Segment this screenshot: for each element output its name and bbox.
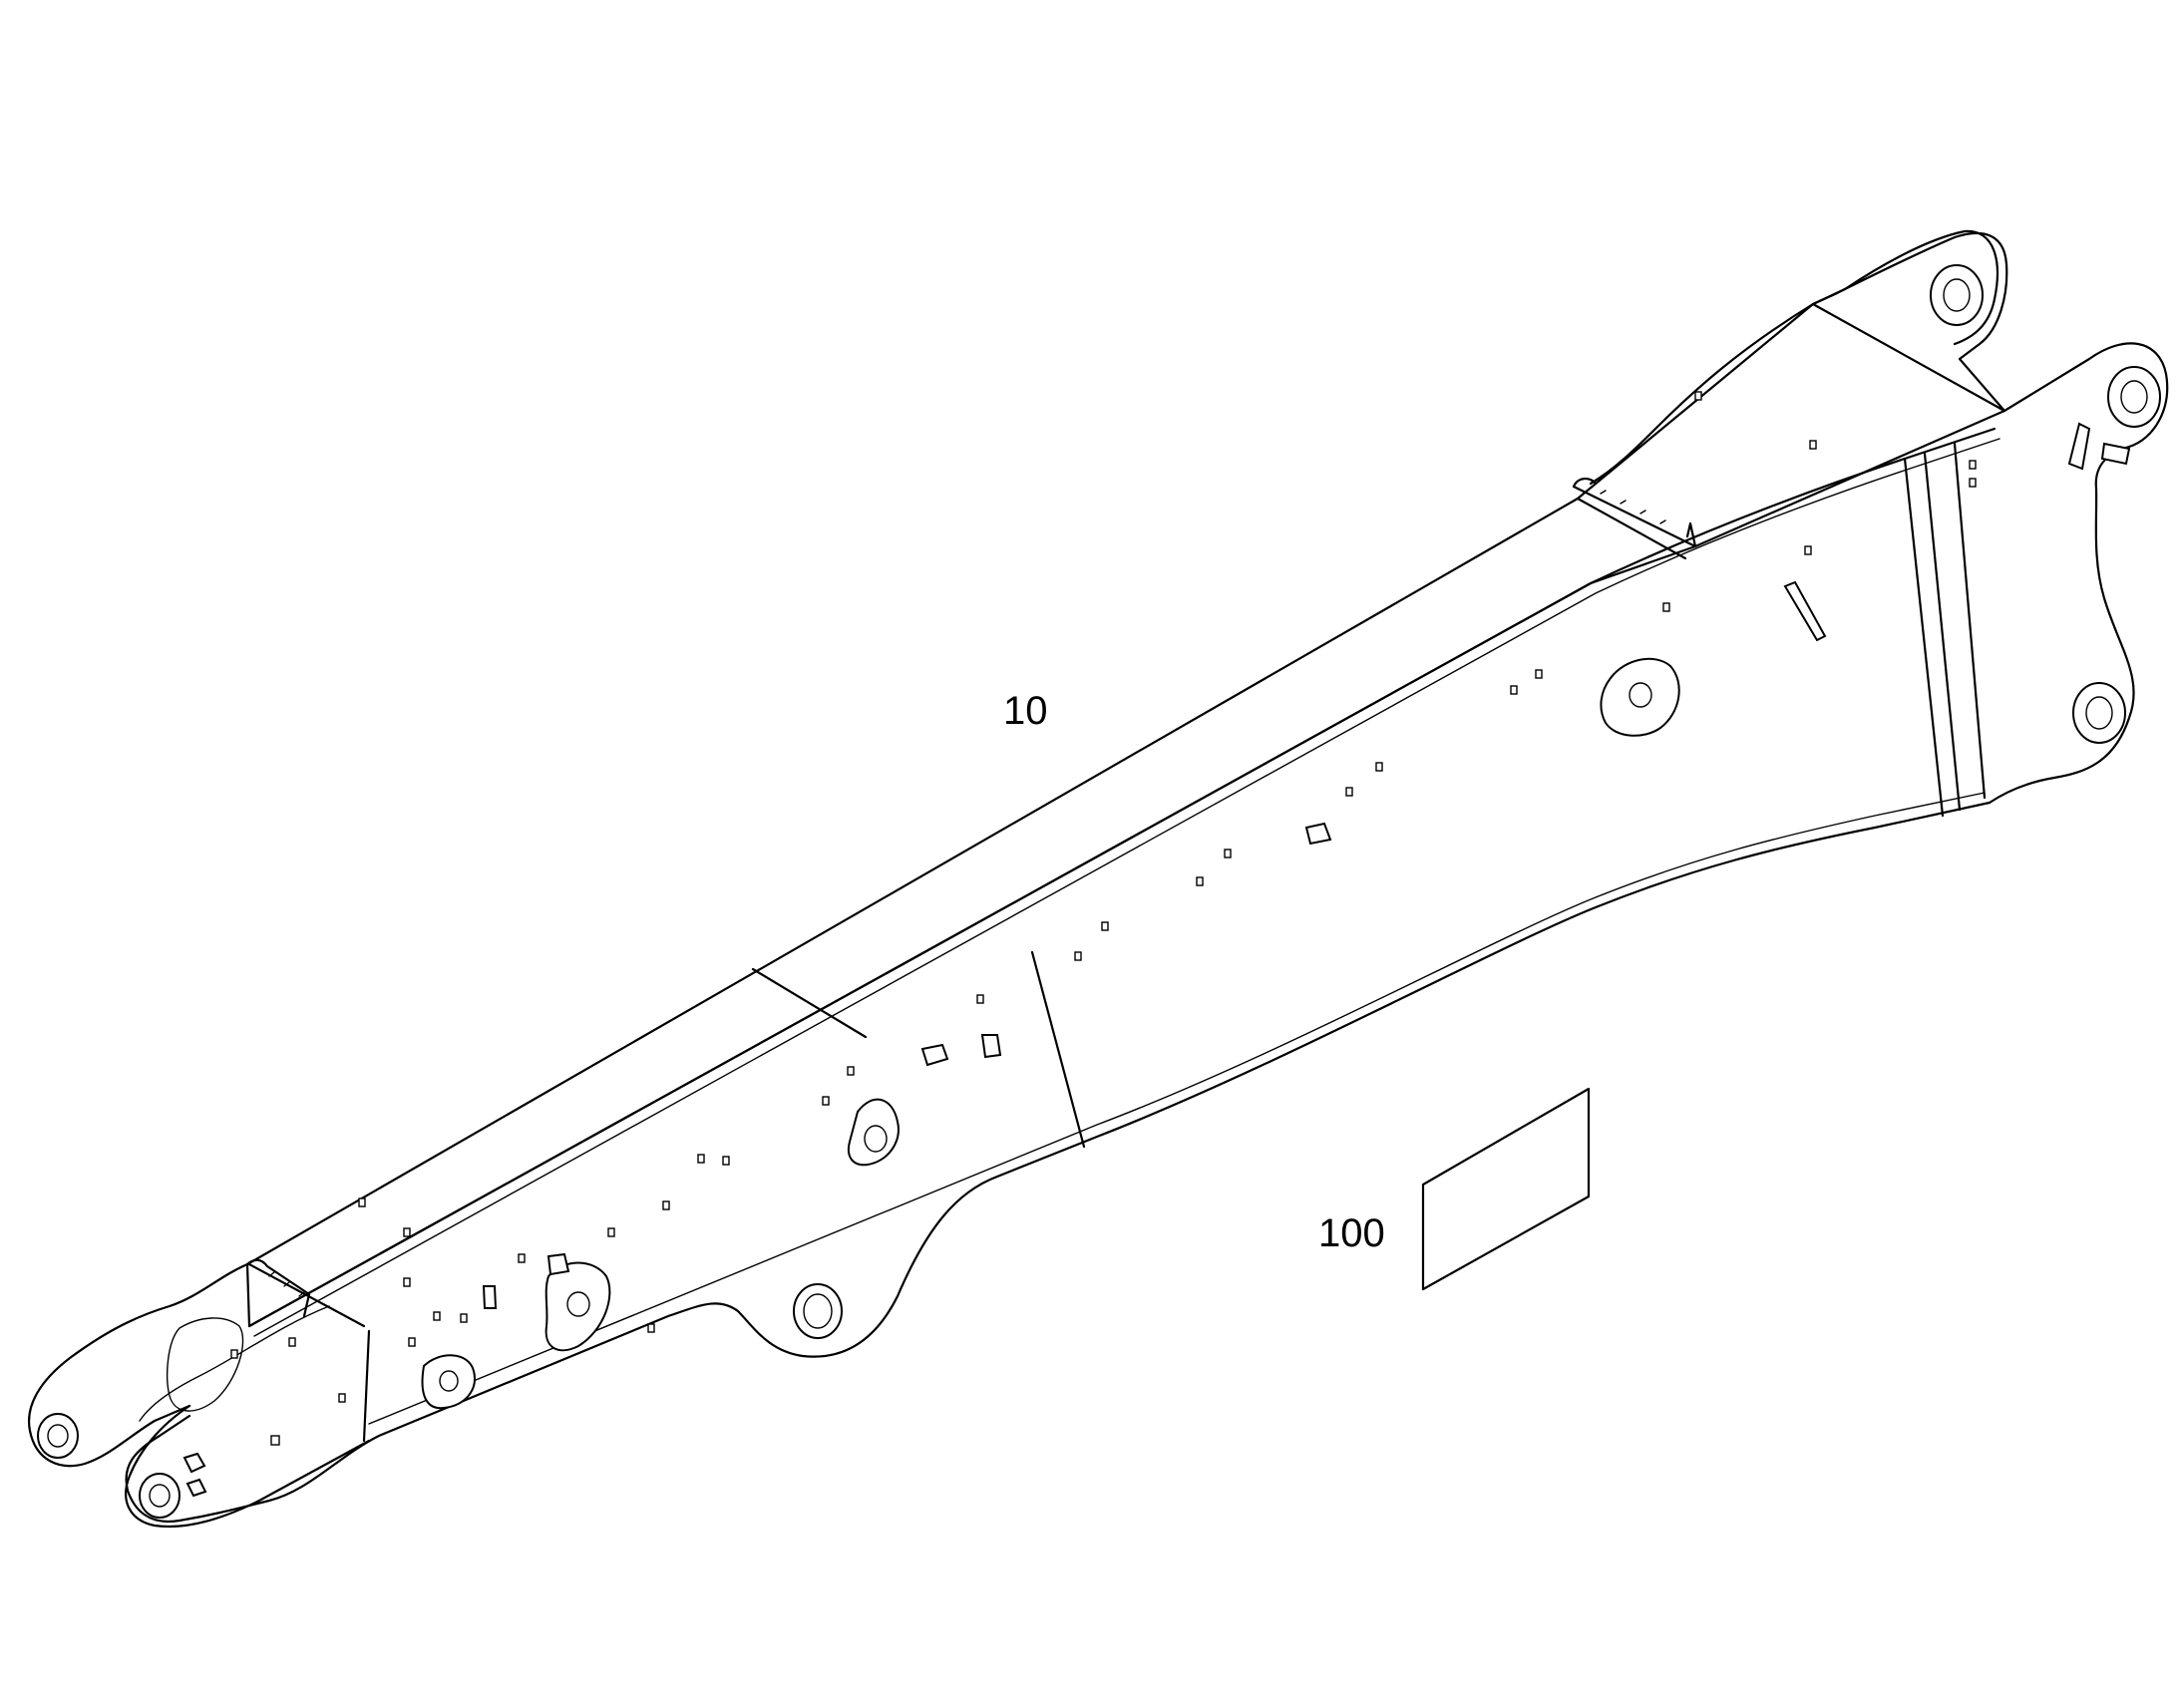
rear-boss-bracket: [1600, 657, 1680, 737]
front-upper-pin-hole: [37, 1413, 79, 1459]
cylinder-pin-hole: [793, 1283, 843, 1339]
rear-lower-pin-hole: [2072, 682, 2126, 744]
top-pad-mid: [920, 1043, 949, 1067]
boom-top-plate: [245, 302, 2006, 1328]
boom-rear-top-lug: [1589, 231, 2008, 486]
boom-top-cross-seam-rear: [1576, 497, 1687, 560]
boom-front-seam: [362, 1329, 371, 1443]
front-hose-clamp: [245, 1258, 311, 1318]
nose-nut-upper: [182, 1452, 206, 1474]
boom-side-plate-seam-inner: [253, 438, 2000, 1337]
boom-middle-seam: [1030, 950, 1086, 1149]
fastener-holes: [230, 391, 1977, 1446]
boom-side-plate-seam: [247, 427, 1997, 1328]
front-lower-pin-hole: [139, 1473, 181, 1519]
nose-nut-lower: [185, 1478, 207, 1498]
mounting-brackets: [182, 422, 2131, 1498]
boom-front-cover-outline: [167, 1317, 244, 1412]
boom-front-nose-inner: [139, 1305, 330, 1422]
rear-hose-clamp: [1572, 478, 1697, 548]
mid-boss-bracket: [848, 1098, 900, 1167]
side-wedge: [1783, 580, 1827, 642]
part-100-decal-plate: [1421, 1087, 1591, 1291]
front-small-bracket: [421, 1354, 476, 1410]
boom-rear-plate-seam: [1903, 442, 1987, 818]
boom-bottom-edge-inner: [368, 792, 1986, 1425]
front-boss-bracket: [545, 1261, 611, 1352]
boom-front-nose-upper: [27, 1262, 249, 1468]
boom-top-cross-seam-mid: [751, 967, 868, 1039]
callout-label-10: 10: [1003, 689, 1048, 733]
callout-label-100: 100: [1318, 1211, 1385, 1255]
boom-rear-side-lug: [1988, 342, 2169, 805]
boom-top-cross-seam-front: [247, 1262, 366, 1328]
boom-bottom-edge: [125, 801, 1992, 1524]
boom-rear-upper-lug-outline: [1811, 229, 1998, 346]
rear-clip-bracket: [2067, 422, 2091, 471]
boom-front-nose-lower: [125, 1404, 371, 1528]
boom-assembly: [27, 229, 2169, 1528]
rear-top-pin-hole: [1930, 264, 1984, 326]
top-pad-rear: [1304, 822, 1332, 846]
front-pad: [546, 1252, 570, 1276]
hose-clamps: [245, 478, 1697, 1318]
rear-side-pin-hole: [2107, 366, 2161, 428]
pin-holes: [37, 264, 2161, 1519]
